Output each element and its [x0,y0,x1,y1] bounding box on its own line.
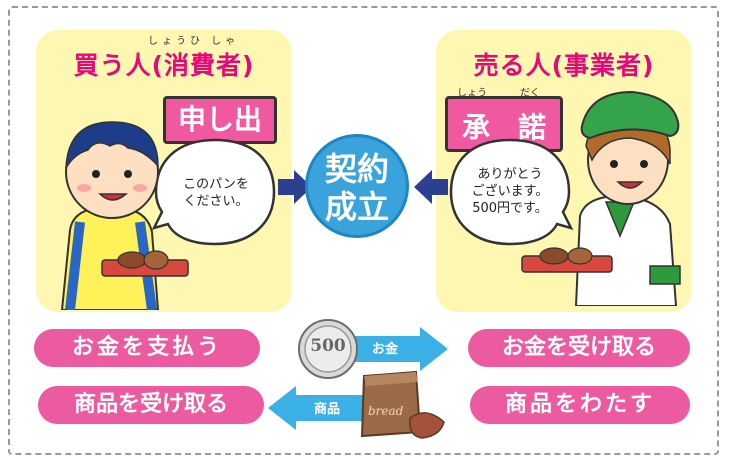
buyer-ruby: しょうひ しゃ [148,36,240,47]
left-arrow-icon [414,170,448,204]
buyer-title-text: 買う人(消費者) [73,51,255,80]
seller-woman-illustration [521,90,681,306]
contract-formed-line2: 成立 [324,188,389,226]
acceptance-ruby-right: だく [520,88,540,99]
bread-bag-icon [360,370,445,439]
contract-formed-line1: 契約 [324,150,389,188]
bread-label: bread [368,404,404,418]
money-arrow-label: お金 [372,342,399,357]
seller-speech-bubble [449,138,574,246]
right-arrow-icon [278,170,312,204]
acceptance-tag-text: 承 諾 [461,111,546,144]
coin-500-icon [298,319,358,379]
contract-formed-circle: 契約 成立 [305,134,409,238]
seller-speech-text: ありがとう ございます。 500円です。 [471,167,549,216]
seller-title-text: 売る人(事業者) [473,51,655,80]
dashed-frame [8,6,719,455]
coin-value: 500 [310,336,346,356]
pay-money-pill: お金を支払う [34,329,260,367]
buyer-boy-illustration [60,121,189,310]
goods-arrow-label: 商品 [314,402,341,417]
receive-money-pill: お金を受け取る [468,329,690,367]
hand-goods-pill: 商品をわたす [470,386,690,424]
acceptance-ruby-left: しょう [457,88,487,99]
buyer-speech-text: このパンを ください。 [183,177,249,209]
receive-goods-pill: 商品を受け取る [38,386,264,424]
